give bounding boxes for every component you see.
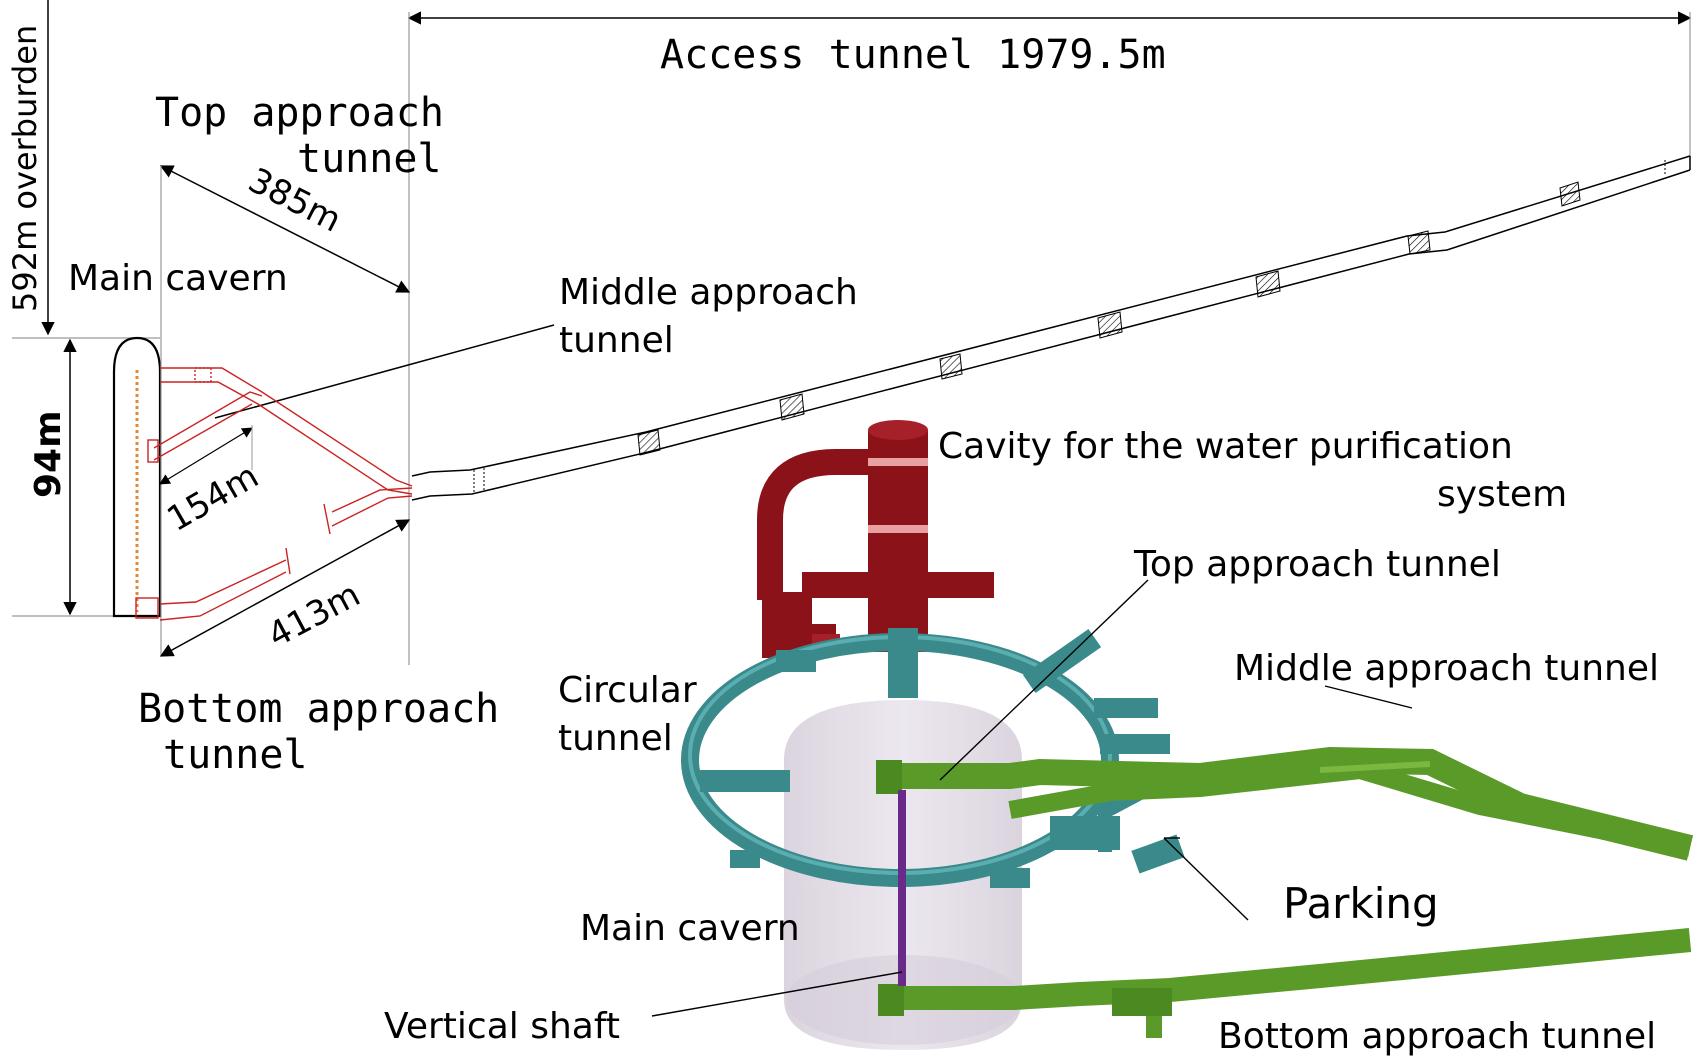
top-approach-label-line2: tunnel [297, 136, 442, 182]
overburden-dimension: 592m overburden [6, 0, 55, 336]
section-view: Access tunnel 1979.5m 592m overburden To… [6, 0, 1692, 778]
circular-tunnel-label-line2: tunnel [558, 718, 673, 759]
main-cavern-3d-label: Main cavern [580, 908, 800, 949]
bottom-length-arrow [159, 519, 411, 657]
vertical-shaft [898, 790, 906, 986]
cavern-height-dimension: 94m [12, 337, 160, 617]
top-approach-3d-label: Top approach tunnel [1133, 544, 1501, 585]
three-d-view: Cavity for the water purification system… [384, 420, 1694, 1057]
main-cavern-section-shape [112, 336, 162, 618]
middle-length-arrow [159, 427, 253, 485]
overburden-label: 592m overburden [6, 25, 44, 312]
main-cavern-label-section: Main cavern [68, 258, 288, 299]
green-tunnels [876, 746, 1694, 1038]
top-approach-length-arrow [159, 165, 411, 293]
bottom-length-label: 413m [261, 575, 366, 656]
bottom-approach-3d-label: Bottom approach tunnel [1218, 1016, 1656, 1057]
parking-label: Parking [1283, 879, 1439, 928]
middle-length-label: 154m [161, 456, 266, 540]
purification-label-line1: Cavity for the water purification [938, 426, 1513, 467]
middle-approach-leader [214, 324, 555, 419]
top-approach-label-line1: Top approach [155, 90, 444, 136]
bottom-approach-label-line2: tunnel [163, 732, 308, 778]
access-tunnel-label: Access tunnel 1979.5m [660, 32, 1166, 78]
middle-approach-label-line2: tunnel [559, 320, 674, 361]
circular-tunnel-label-line1: Circular [558, 670, 697, 711]
middle-approach-label-line1: Middle approach [559, 272, 858, 313]
bottom-approach-label-line1: Bottom approach [138, 686, 499, 732]
access-tunnel-tube [411, 155, 1691, 501]
vertical-shaft-label: Vertical shaft [384, 1006, 620, 1047]
cavern-height-label: 94m [28, 410, 69, 498]
access-tunnel-dimension: Access tunnel 1979.5m [407, 11, 1692, 665]
red-approach-tunnels [135, 367, 413, 621]
middle-approach-3d-label: Middle approach tunnel [1234, 648, 1659, 689]
leader-lines [651, 579, 1413, 1017]
purification-label-line2: system [1437, 474, 1567, 515]
purification-cavity [757, 420, 994, 658]
